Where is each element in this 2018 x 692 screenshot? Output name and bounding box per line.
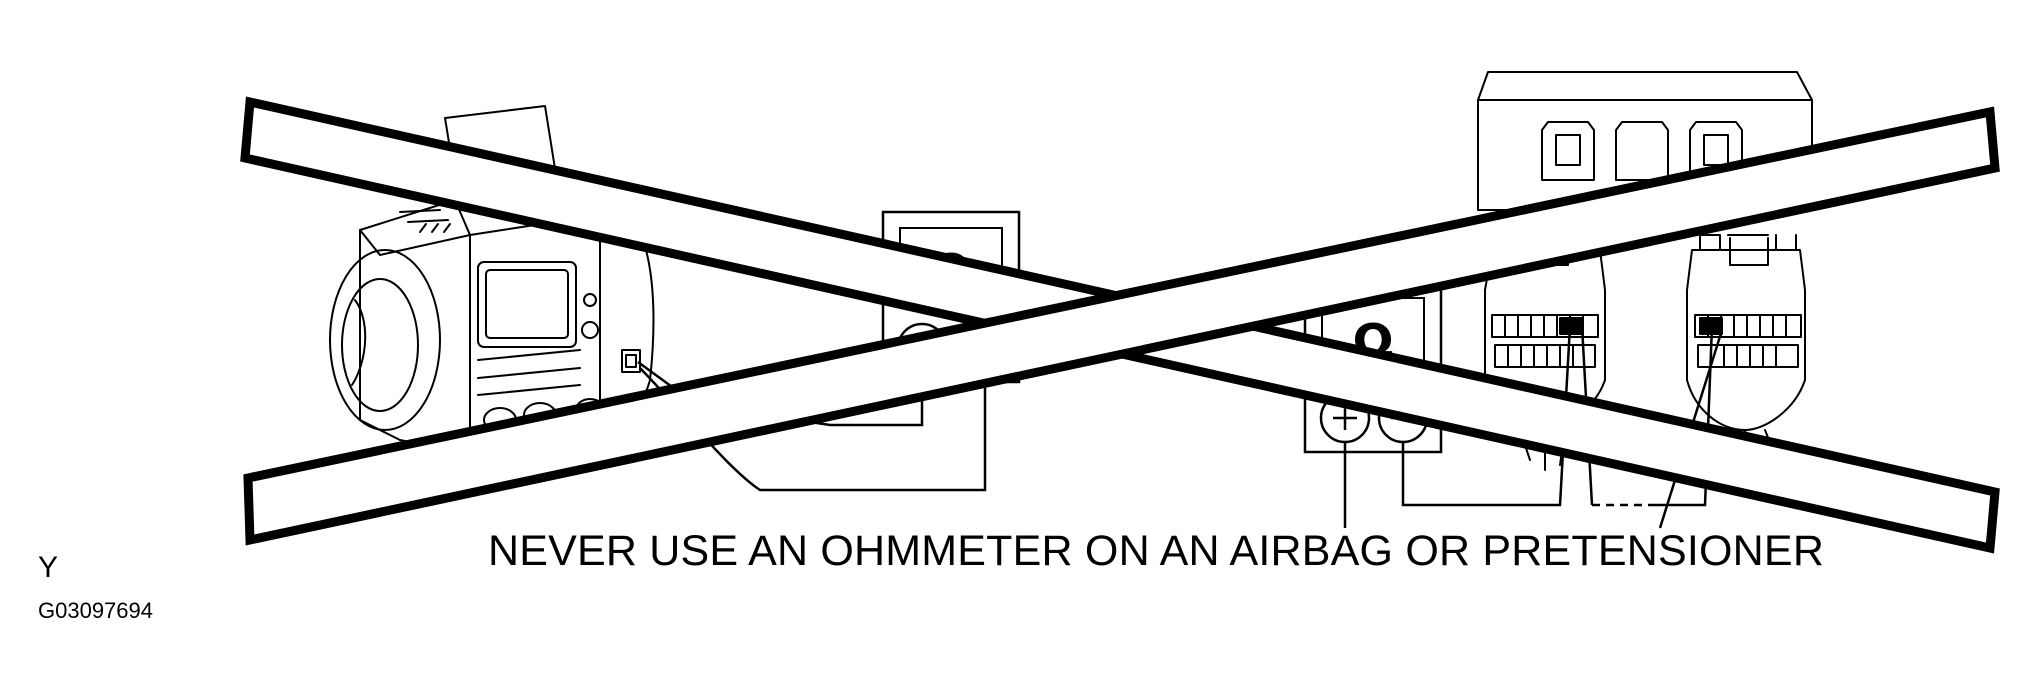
figure-id: G03097694 <box>38 598 153 623</box>
corner-letter: Y <box>38 551 59 584</box>
warning-text: NEVER USE AN OHMMETER ON AN AIRBAG OR PR… <box>488 527 1825 575</box>
cross-out-x-icon <box>245 102 1995 548</box>
